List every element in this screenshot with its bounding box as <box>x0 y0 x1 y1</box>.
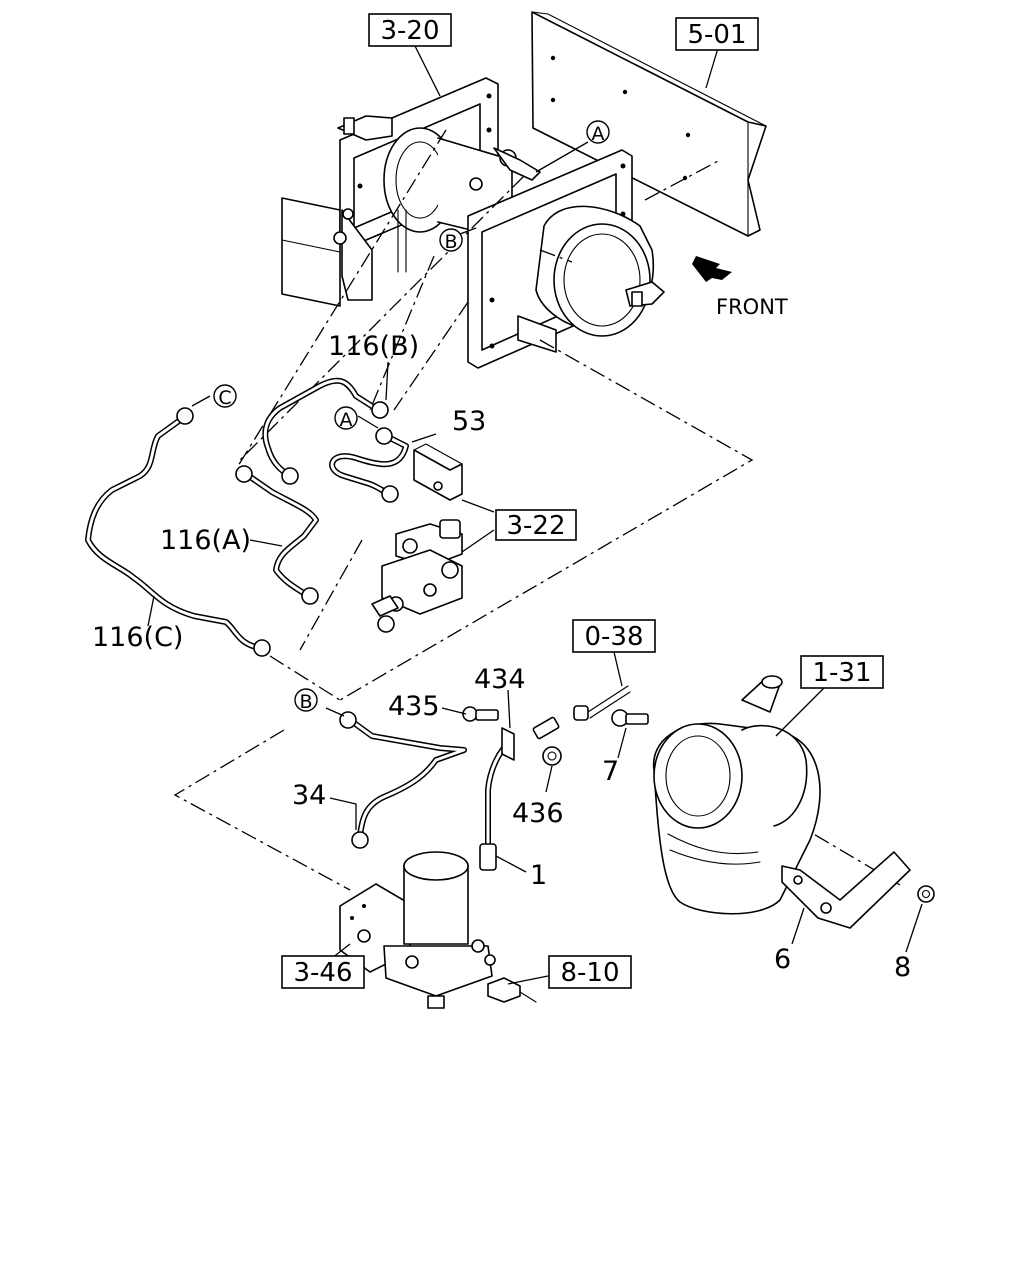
ref-box-1-31[interactable]: 1-31 <box>800 655 884 689</box>
bracket-53 <box>413 443 463 501</box>
nut-8 <box>917 885 935 903</box>
fasteners-434-435-436 <box>462 685 631 766</box>
svg-text:3-20: 3-20 <box>380 16 439 46</box>
svg-text:C: C <box>218 387 231 409</box>
svg-text:0-38: 0-38 <box>584 622 643 652</box>
connection-lines <box>173 129 901 891</box>
part-label-34[interactable]: 34 <box>292 780 326 811</box>
part-label-53[interactable]: 53 <box>452 406 486 437</box>
svg-text:3-46: 3-46 <box>293 958 352 988</box>
bracket-6 <box>781 851 911 929</box>
pipe-34 <box>339 711 467 849</box>
svg-text:B: B <box>444 231 457 253</box>
connector <box>487 977 537 1003</box>
front-arrow-icon <box>692 256 732 282</box>
svg-text:A: A <box>340 409 353 431</box>
svg-text:5-01: 5-01 <box>687 20 746 50</box>
part-label-436[interactable]: 436 <box>512 798 564 829</box>
leader-lines <box>147 43 923 985</box>
part-label-7[interactable]: 7 <box>602 756 619 787</box>
part-label-116c[interactable]: 116(C) <box>92 622 183 653</box>
part-label-6[interactable]: 6 <box>774 944 791 975</box>
svg-text:A: A <box>592 123 605 145</box>
part-label-116b[interactable]: 116(B) <box>328 331 419 362</box>
circle-mark-c: C <box>213 384 237 409</box>
pipe-116b <box>262 377 389 485</box>
bolt-7 <box>611 709 649 727</box>
part-label-434[interactable]: 434 <box>474 664 526 695</box>
sensor-1 <box>479 727 515 871</box>
part-label-435[interactable]: 435 <box>388 691 440 722</box>
pipe-116c <box>85 407 271 657</box>
front-direction-label: FRONT <box>716 295 788 319</box>
svg-text:1-31: 1-31 <box>812 658 871 688</box>
air-tank-front <box>467 147 665 369</box>
part-label-1[interactable]: 1 <box>530 860 547 891</box>
pipe-53 <box>329 427 409 503</box>
part-label-116a[interactable]: 116(A) <box>160 525 251 556</box>
ref-box-8-10[interactable]: 8-10 <box>548 955 632 989</box>
frame-rail <box>531 11 767 237</box>
ref-box-3-20[interactable]: 3-20 <box>368 13 452 47</box>
air-intake <box>652 675 821 915</box>
svg-text:8-10: 8-10 <box>560 958 619 988</box>
part-label-8[interactable]: 8 <box>894 952 911 983</box>
circle-mark-a-top: A <box>586 120 610 145</box>
circle-mark-b-lower: B <box>294 688 318 713</box>
pipe-116a <box>235 465 319 605</box>
valve-assembly <box>371 519 463 633</box>
svg-text:B: B <box>299 691 312 713</box>
circle-mark-a-mid: A <box>334 406 358 431</box>
svg-text:3-22: 3-22 <box>506 511 565 541</box>
ref-box-3-46[interactable]: 3-46 <box>281 955 365 989</box>
ref-box-0-38[interactable]: 0-38 <box>572 619 656 653</box>
air-dryer <box>339 851 496 1009</box>
circle-mark-b-top: B <box>439 228 463 253</box>
ref-box-5-01[interactable]: 5-01 <box>675 17 759 51</box>
ref-box-3-22[interactable]: 3-22 <box>495 509 577 541</box>
